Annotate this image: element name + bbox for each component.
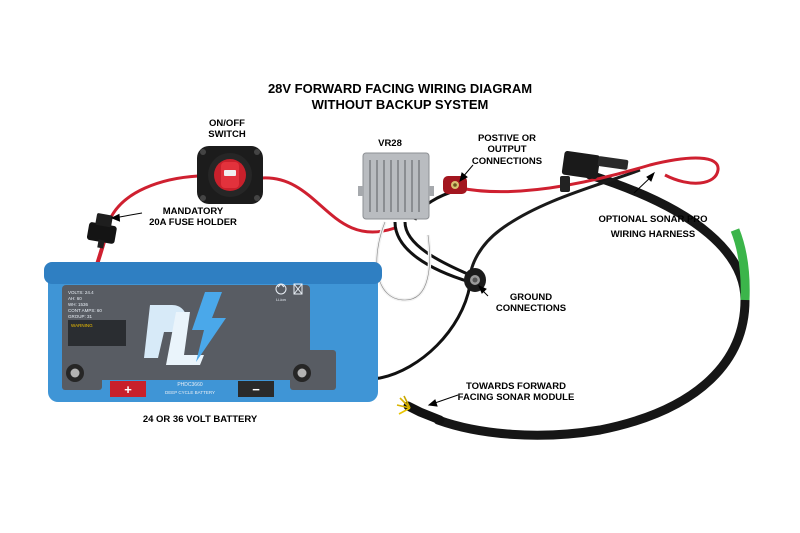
switch-label-line1: ON/OFF bbox=[209, 118, 245, 129]
harness-label-line1: OPTIONAL SONAR PRO bbox=[598, 214, 708, 225]
fuse-holder bbox=[86, 213, 117, 249]
battery-spec-line: CONT AMPS: 60 bbox=[68, 308, 102, 313]
sonar-harness-connector bbox=[560, 150, 629, 192]
negative-badge bbox=[238, 381, 274, 397]
output-connections-label: POSTIVE OR OUTPUT CONNECTIONS bbox=[462, 133, 552, 167]
positive-symbol: + bbox=[124, 382, 132, 397]
diagram-title-line2: WITHOUT BACKUP SYSTEM bbox=[311, 97, 489, 112]
output-label-line3: CONNECTIONS bbox=[471, 155, 543, 167]
label-arrows bbox=[110, 164, 655, 407]
battery-warning-label bbox=[68, 320, 126, 346]
battery-spec-line: GROUP: 31 bbox=[68, 314, 93, 319]
ground-label-line1: GROUND bbox=[509, 292, 553, 303]
ground-terminal-block bbox=[464, 268, 486, 292]
negative-symbol: − bbox=[252, 382, 260, 397]
harness-main-cable bbox=[433, 170, 750, 440]
module-label-line2: FACING SONAR MODULE bbox=[457, 392, 575, 404]
ground-connections-label: GROUND CONNECTIONS bbox=[486, 292, 576, 315]
bin-icon bbox=[293, 283, 303, 295]
regulator-ground-wire-a bbox=[393, 221, 471, 284]
ground-label-line2: CONNECTIONS bbox=[495, 303, 567, 315]
battery-caption: 24 OR 36 VOLT BATTERY bbox=[142, 414, 258, 425]
output-wire-to-harness bbox=[459, 156, 720, 194]
positive-wire-fuse-to-switch bbox=[106, 174, 199, 225]
positive-badge bbox=[110, 381, 146, 397]
vr28-regulator bbox=[358, 152, 434, 220]
sonar-module-wire-ends bbox=[396, 395, 445, 425]
battery-warning-text: WARNING bbox=[71, 323, 93, 328]
recycle-icon bbox=[275, 283, 287, 295]
switch-label-line2: SWITCH bbox=[208, 129, 246, 141]
battery-spec-line: VOLTS: 24.4 bbox=[68, 290, 94, 295]
battery-spec-line: AH: 60 bbox=[68, 296, 82, 301]
regulator-label: VR28 bbox=[378, 138, 402, 149]
positive-wire-switch-to-regulator bbox=[261, 176, 396, 234]
output-label-line2: OUTPUT bbox=[487, 144, 527, 156]
battery-spec-line: WH: 1536 bbox=[68, 302, 89, 307]
diagram-title-line1: 28V FORWARD FACING WIRING DIAGRAM bbox=[267, 81, 533, 96]
sonar-module-label: TOWARDS FORWARD FACING SONAR MODULE bbox=[446, 381, 586, 404]
on-off-switch bbox=[197, 146, 263, 204]
output-label-line1: POSTIVE OR bbox=[477, 133, 537, 144]
battery: WARNING + − PHDC3660 DEEP CYCLE BATTERY … bbox=[44, 262, 382, 402]
harness-green-tape bbox=[730, 228, 750, 301]
harness-label-line2: WIRING HARNESS bbox=[610, 228, 696, 240]
battery-logo bbox=[144, 292, 226, 365]
battery-model: PHDC3660 bbox=[177, 382, 203, 388]
harness-thin-cable bbox=[468, 168, 641, 281]
switch-label: ON/OFF SWITCH bbox=[200, 118, 254, 141]
fuse-label-line1: MANDATORY bbox=[162, 206, 224, 217]
battery-recycle-text: Li-ion bbox=[276, 297, 286, 302]
regulator-ground-wire-b bbox=[403, 221, 471, 277]
fuse-label-line2: 20A FUSE HOLDER bbox=[149, 217, 237, 229]
fuse-holder-label: MANDATORY 20A FUSE HOLDER bbox=[138, 206, 248, 229]
sonar-harness-label: OPTIONAL SONAR PRO WIRING HARNESS bbox=[586, 213, 720, 242]
module-label-line1: TOWARDS FORWARD bbox=[466, 381, 566, 392]
battery-type: DEEP CYCLE BATTERY bbox=[165, 390, 215, 395]
